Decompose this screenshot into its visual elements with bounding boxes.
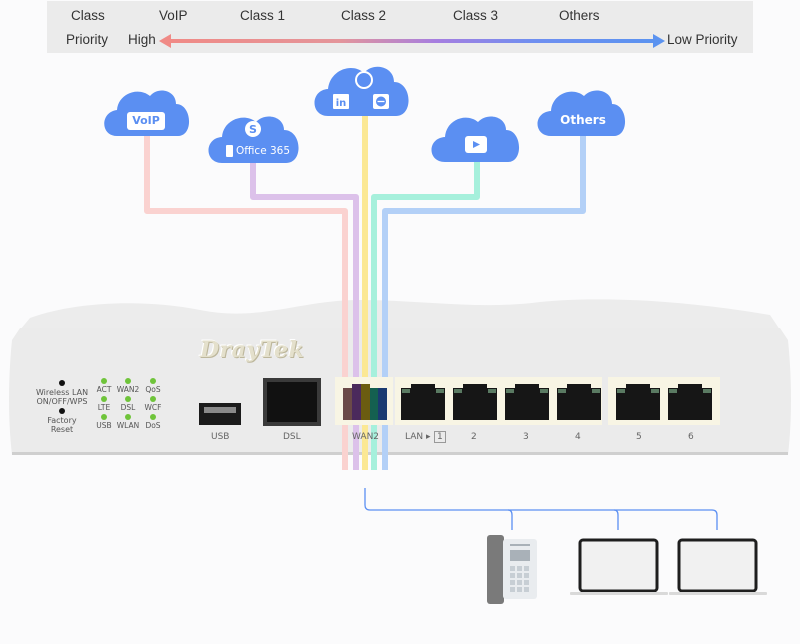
led-label-dos: DoS <box>145 421 161 430</box>
cloud-voip[interactable] <box>104 90 190 136</box>
arrow-left-head <box>159 34 171 48</box>
led-wlan <box>125 414 131 420</box>
svg-text:in: in <box>336 98 347 109</box>
led-dos <box>150 414 156 420</box>
usb-port[interactable] <box>199 403 241 425</box>
lan-port-4[interactable] <box>557 384 601 420</box>
lan-2-label: 2 <box>471 432 477 442</box>
legend-class-2: Class 2 <box>341 8 387 23</box>
lan-port-3[interactable] <box>505 384 549 420</box>
led-qos <box>150 378 156 384</box>
svg-text:S: S <box>249 123 257 136</box>
wan2-port[interactable] <box>343 384 387 420</box>
led-label-qos: QoS <box>145 385 161 394</box>
legend-high-label: High <box>128 32 156 47</box>
wan2-port-label: WAN2 <box>352 432 380 442</box>
legend-low-label: Low Priority <box>667 32 738 47</box>
draytek-logo: DrayTek <box>200 337 305 363</box>
legend-class-voip: VoIP <box>159 8 188 23</box>
legend-class-others: Others <box>559 8 600 23</box>
lan-3-label: 3 <box>523 432 529 442</box>
cloud-youtube[interactable] <box>431 116 520 162</box>
cloud-office365[interactable]: S <box>208 116 299 163</box>
cloud-office365-label: Office 365 <box>236 145 291 157</box>
laptop-icon <box>570 538 668 595</box>
whatsapp-icon <box>355 71 373 89</box>
led-usb <box>101 414 107 420</box>
lan-port-6[interactable] <box>668 384 712 420</box>
led-label-wcf: WCF <box>144 403 162 412</box>
youtube-line <box>371 160 480 470</box>
led-label-usb: USB <box>96 421 112 430</box>
priority-legend: Class VoIP Class 1 Class 2 Class 3 Other… <box>47 1 753 53</box>
factory-reset-label: Factory Reset <box>47 416 77 434</box>
led-label-dsl: DSL <box>120 403 136 412</box>
lan-6-label: 6 <box>688 432 694 442</box>
skype-icon <box>245 121 261 137</box>
cloud-others[interactable] <box>537 90 626 136</box>
lan-1-label: 1 <box>434 431 446 443</box>
lan-port-1[interactable] <box>401 384 445 420</box>
wireless-lan-label: Wireless LAN ON/OFF/WPS <box>35 388 89 406</box>
led-label-lte: LTE <box>97 403 111 412</box>
led-label-wlan: WLAN <box>116 421 140 430</box>
legend-priority-label: Priority <box>66 32 109 47</box>
cloud-voip-label: VoIP <box>132 114 160 127</box>
ip-phone-icon <box>487 535 537 604</box>
arrow-right-head <box>653 34 665 48</box>
lan-4-label: 4 <box>575 432 581 442</box>
lan-5-label: 5 <box>636 432 642 442</box>
led-wan2 <box>125 378 131 384</box>
legend-class-1: Class 1 <box>240 8 286 23</box>
others-line <box>382 135 586 470</box>
lan-port-2[interactable] <box>453 384 497 420</box>
led-act <box>101 378 107 384</box>
legend-class-label: Class <box>71 8 105 23</box>
laptop-icon <box>669 538 767 595</box>
priority-arrow <box>159 34 665 48</box>
wireless-lan-button[interactable] <box>59 380 65 386</box>
led-lte <box>101 396 107 402</box>
dsl-port[interactable] <box>263 378 321 426</box>
office-icon <box>226 145 233 157</box>
lan-prefix-label: LAN ▸ <box>405 432 431 442</box>
lan-port-5[interactable] <box>616 384 660 420</box>
voip-line <box>144 135 348 470</box>
cloud-social[interactable]: in <box>314 66 409 116</box>
office365-line <box>250 160 359 470</box>
factory-reset-button[interactable] <box>59 408 65 414</box>
led-dsl <box>125 396 131 402</box>
led-wcf <box>150 396 156 402</box>
cloud-others-label: Others <box>560 113 606 127</box>
linkedin-icon <box>333 94 349 109</box>
dsl-port-label: DSL <box>283 432 301 442</box>
usb-port-label: USB <box>211 432 230 442</box>
legend-class-3: Class 3 <box>453 8 499 23</box>
led-label-act: ACT <box>96 385 112 394</box>
lan-connection-lines <box>364 488 718 530</box>
led-label-wan2: WAN2 <box>116 385 140 394</box>
